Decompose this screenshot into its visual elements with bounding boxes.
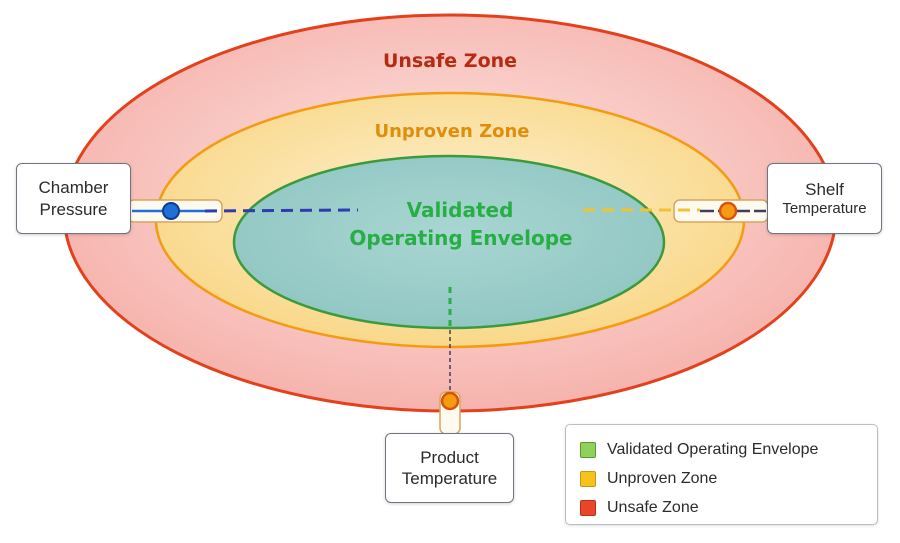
- unproven-zone-label: Unproven Zone: [374, 121, 529, 142]
- shelf-temperature-label-line2: Temperature: [782, 199, 867, 217]
- legend: Validated Operating Envelope Unproven Zo…: [565, 424, 878, 525]
- legend-label-unproven: Unproven Zone: [607, 469, 718, 487]
- product-temperature-sensor-point: [440, 391, 460, 411]
- shelf-temperature-box: Shelf Temperature: [767, 163, 882, 234]
- legend-item-validated: Validated Operating Envelope: [580, 435, 877, 464]
- validated-envelope-label-line2: Operating Envelope: [349, 226, 572, 250]
- legend-item-unproven: Unproven Zone: [580, 464, 877, 493]
- chamber-pressure-dashed-line: [204, 208, 359, 213]
- shelf-temperature-connector: [583, 199, 769, 223]
- chamber-pressure-sensor-point: [162, 202, 180, 220]
- shelf-temperature-label-line1: Shelf: [805, 179, 844, 199]
- product-temperature-label-line1: Product: [420, 447, 479, 467]
- product-temperature-label-line2: Temperature: [401, 469, 498, 488]
- validated-envelope-ellipse: [232, 154, 666, 330]
- legend-item-unsafe: Unsafe Zone: [580, 493, 877, 522]
- chamber-pressure-label-line2: Pressure: [39, 199, 108, 219]
- chamber-pressure-box: Chamber Pressure: [16, 163, 131, 234]
- legend-swatch-validated: [580, 441, 596, 458]
- unsafe-zone-label: Unsafe Zone: [383, 50, 517, 72]
- shelf-temperature-sensor-point: [718, 201, 738, 221]
- legend-label-validated: Validated Operating Envelope: [607, 440, 819, 458]
- product-temperature-box: Product Temperature: [385, 433, 514, 503]
- product-temperature-connector: [439, 287, 461, 435]
- legend-swatch-unsafe: [580, 499, 596, 516]
- legend-label-unsafe: Unsafe Zone: [607, 498, 699, 516]
- validated-envelope-label-line1: Validated: [407, 198, 514, 222]
- legend-swatch-unproven: [580, 470, 596, 487]
- chamber-pressure-label-line1: Chamber: [38, 178, 109, 198]
